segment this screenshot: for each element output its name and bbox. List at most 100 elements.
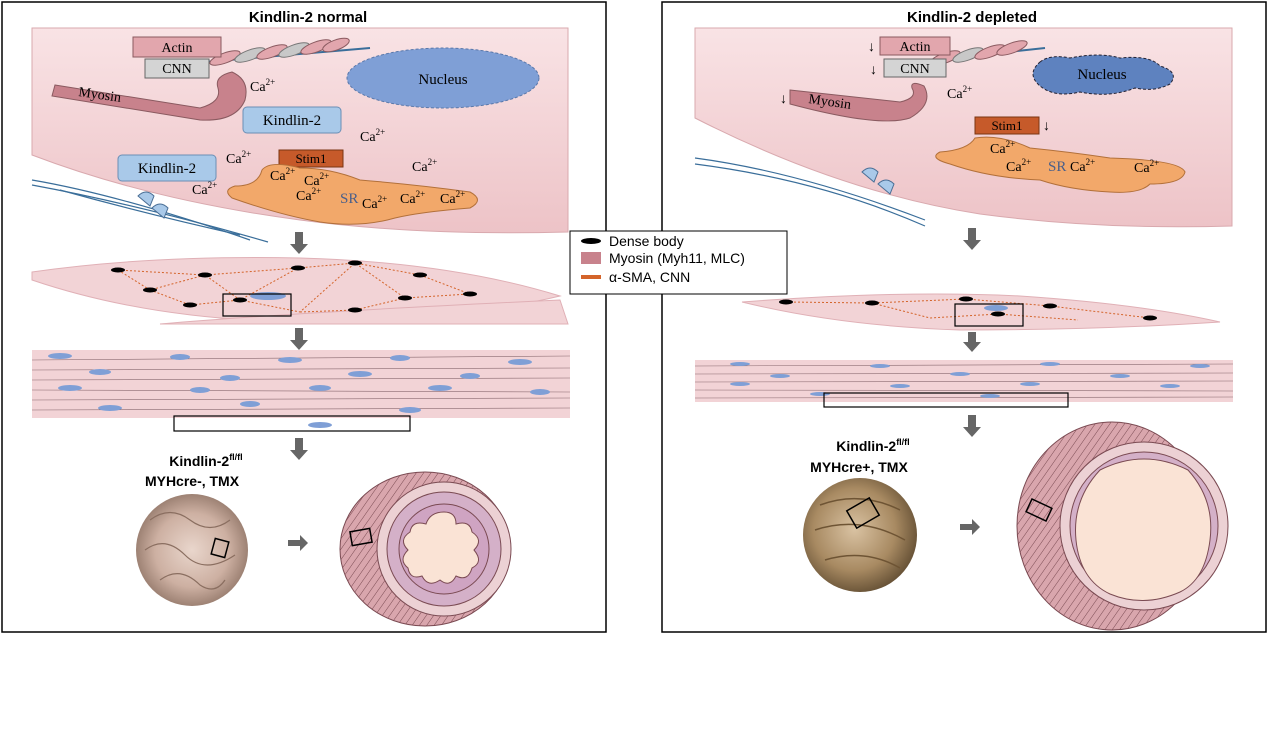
nucleus-label-left: Nucleus (418, 72, 467, 88)
ecm-fibers-left (31, 179, 269, 243)
cnn-box-left (144, 58, 210, 79)
down-arrow-icon (963, 415, 981, 437)
calcium-label: Ca2+ (296, 186, 321, 204)
calcium-label: Ca2+ (304, 171, 329, 189)
actin-filament-left (204, 37, 371, 66)
cnn-label-left: CNN (162, 62, 192, 77)
panel-left: Kindlin-2 normal Actin CNN Myosin Nucleu… (1, 1, 607, 633)
calcium-label: Ca2+ (270, 166, 295, 184)
down-arrow-icon (290, 232, 308, 254)
stim1-box-right (974, 116, 1040, 135)
down-arrow-icon (963, 332, 981, 352)
intestine-folds-left (144, 511, 236, 590)
panel-left-border (1, 1, 607, 633)
zoom-box-left-2 (173, 415, 411, 432)
legend-swatch-sma (581, 275, 601, 279)
calcium-label: Ca2+ (250, 77, 275, 95)
calcium-label: Ca2+ (360, 127, 385, 145)
zoom-box-right-4 (1025, 498, 1053, 522)
panel-right: Kindlin-2 depleted Actin CNN ↓ ↓ Myosin … (661, 1, 1267, 633)
genotype-line2-right: MYHcre+, TMX (810, 459, 908, 475)
integrin-left (137, 191, 169, 219)
genotype-label-left: Kindlin-2fl/fl (169, 452, 242, 469)
calcium-label: Ca2+ (1006, 157, 1031, 175)
calcium-label: Ca2+ (1070, 157, 1095, 175)
intestine-photo-right (803, 478, 917, 592)
calcium-labels-right: Ca2+ Ca2+ Ca2+ Ca2+ Ca2+ (947, 84, 1159, 176)
legend-label-dense-body: Dense body (609, 233, 684, 249)
dense-bodies-left (111, 260, 477, 313)
legend-box (569, 230, 788, 295)
panel-right-title: Kindlin-2 depleted (907, 9, 1037, 26)
genotype-label-right: Kindlin-2fl/fl (836, 437, 909, 454)
genotype-line2-left: MYHcre-, TMX (145, 473, 240, 489)
calcium-label: Ca2+ (1134, 158, 1159, 176)
down-arrow-myosin: ↓ (780, 92, 787, 107)
calcium-label: Ca2+ (440, 189, 465, 207)
down-arrow-icon (290, 438, 308, 460)
actin-label-left: Actin (161, 41, 192, 56)
calcium-label: Ca2+ (400, 189, 425, 207)
down-arrow-icon (290, 328, 308, 350)
single-cell-right (741, 293, 1221, 331)
zoom-box-right-2 (823, 392, 1069, 408)
zoom-box-left-3 (210, 537, 230, 559)
intestine-photo-left (136, 494, 248, 606)
down-arrow-actin: ↓ (868, 40, 875, 55)
sr-left (227, 164, 478, 225)
right-arrow-icon (960, 519, 980, 535)
tissue-fibers-left (31, 355, 571, 411)
tissue-nuclei-left (48, 353, 550, 428)
actin-box-right (879, 36, 951, 56)
legend-swatch-myosin (581, 252, 601, 264)
down-arrow-stim1: ↓ (1043, 119, 1050, 134)
stim1-box-left (278, 149, 344, 168)
nucleus-label-right: Nucleus (1077, 67, 1126, 83)
calcium-label: Ca2+ (362, 194, 387, 212)
intestine-section-left (339, 471, 512, 627)
zoom-box-left-1 (222, 293, 292, 317)
cnn-label-right: CNN (900, 62, 930, 77)
legend-label-myosin: Myosin (Myh11, MLC) (609, 250, 745, 266)
calcium-label: Ca2+ (947, 84, 972, 102)
calcium-label: Ca2+ (192, 180, 217, 198)
down-arrow-cnn: ↓ (870, 63, 877, 78)
sr-right (935, 136, 1186, 193)
cnn-box-right (883, 58, 947, 78)
panel-left-title: Kindlin-2 normal (249, 9, 367, 26)
kindlin-cyto-label-left: Kindlin-2 (263, 113, 321, 129)
nucleus-small-left (250, 292, 286, 300)
actin-label-right: Actin (899, 40, 930, 55)
calcium-label: Ca2+ (990, 139, 1015, 157)
intestine-section-right (1016, 421, 1229, 631)
nucleus-left (346, 47, 540, 109)
calcium-label: Ca2+ (226, 149, 251, 167)
intestine-folds-right (814, 497, 906, 569)
calcium-labels-left: Ca2+ Ca2+ Ca2+ Ca2+ Ca2+ Ca2+ Ca2+ Ca2+ … (192, 77, 465, 212)
calcium-label: Ca2+ (412, 157, 437, 175)
integrin-right (861, 167, 895, 195)
myosin-label-left: Myosin (77, 85, 121, 106)
dense-bodies-right (779, 296, 1157, 321)
sr-label-left: SR (340, 191, 358, 207)
stim1-label-right: Stim1 (991, 118, 1022, 133)
kindlin-cyto-box-left (242, 106, 342, 134)
kindlin-membrane-label-left: Kindlin-2 (138, 161, 196, 177)
myosin-left (51, 71, 247, 121)
zoom-box-right-1 (954, 303, 1024, 327)
down-arrow-icon (963, 228, 981, 250)
nucleus-small-right (984, 305, 1008, 311)
tissue-nuclei-right (730, 362, 1210, 398)
zoom-box-left-4 (349, 527, 373, 547)
ecm-fibers-right (694, 157, 926, 227)
single-cell-left (31, 257, 562, 323)
myosin-label-right: Myosin (807, 92, 851, 113)
legend-label-sma: α-SMA, CNN (609, 269, 690, 285)
tissue-layer-left (32, 350, 570, 418)
legend: Dense body Myosin (Myh11, MLC) α-SMA, CN… (569, 230, 788, 295)
right-arrow-icon (288, 535, 308, 551)
zoom-box-right-3 (845, 496, 881, 530)
stim1-label-left: Stim1 (295, 151, 326, 166)
kindlin-membrane-box-left (117, 154, 217, 182)
